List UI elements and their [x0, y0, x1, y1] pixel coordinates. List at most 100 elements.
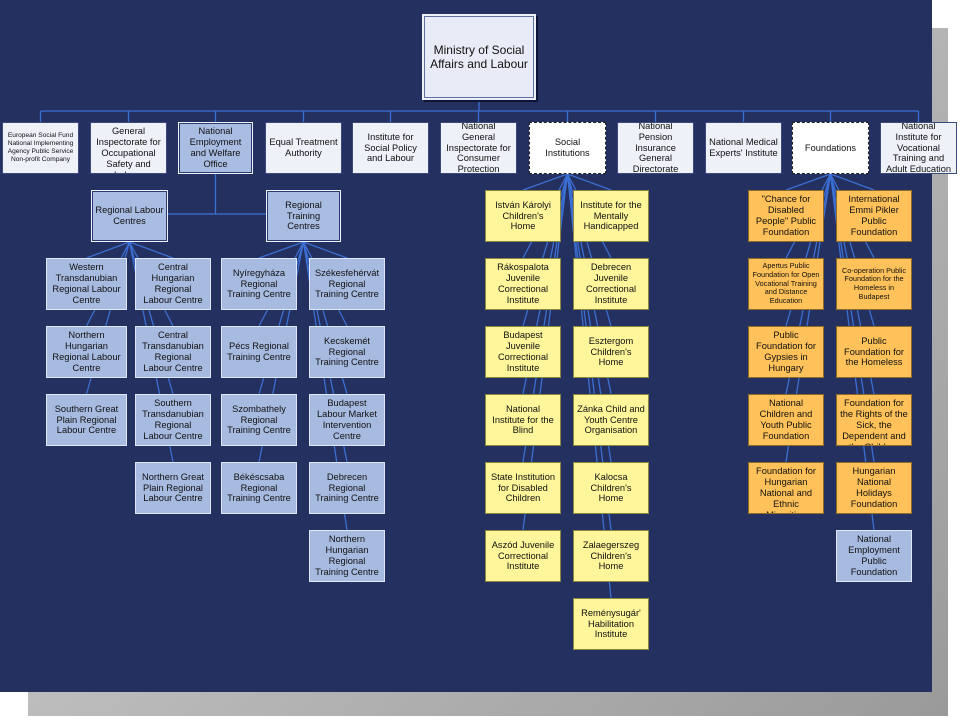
node-fd11-label: National Employment Public Foundation: [848, 534, 900, 577]
node-fd5: Public Foundation for Gypsies in Hungary: [748, 326, 824, 378]
node-fd7-label: National Children and Youth Public Found…: [759, 398, 813, 441]
node-si6: Esztergom Children's Home: [573, 326, 649, 378]
node-tc7-label: Békéscsaba Regional Training Centre: [227, 471, 291, 504]
node-npigd-label: National Pension Insurance General Direc…: [632, 122, 679, 174]
node-fd2-label: International Emmi Pikler Public Foundat…: [848, 194, 900, 237]
node-lc6: Southern Transdanubian Regional Labour C…: [135, 394, 211, 446]
node-lc6-label: Southern Transdanubian Regional Labour C…: [142, 398, 204, 441]
node-si8: Zánka Child and Youth Centre Organisatio…: [573, 394, 649, 446]
node-fd6-label: Public Foundation for the Homeless: [844, 335, 904, 368]
node-tc4: Kecskemét Regional Training Centre: [309, 326, 385, 378]
node-si2-label: Institute for the Mentally Handicapped: [580, 199, 642, 232]
node-fd7: National Children and Youth Public Found…: [748, 394, 824, 446]
node-si5-label: Budapest Juvenile Correctional Institute: [497, 330, 549, 373]
node-si13-label: Reménysugár' Habilitation Institute: [581, 607, 641, 640]
node-ministry: Ministry of Social Affairs and Labour: [422, 14, 536, 100]
node-fd10: Hungarian National Holidays Foundation: [836, 462, 912, 514]
node-fd3-label: Apertus Public Foundation for Open Vocat…: [752, 261, 820, 305]
node-fd8-label: Public Foundation for the Rights of the …: [840, 395, 908, 445]
node-rtc-label: Regional Training Centres: [285, 199, 322, 232]
node-tc6-label: Budapest Labour Market Intervention Cent…: [317, 398, 377, 441]
node-si4: Debrecen Juvenile Correctional Institute: [573, 258, 649, 310]
node-lc3-label: Northern Hungarian Regional Labour Centr…: [52, 330, 121, 373]
node-si11-label: Aszód Juvenile Correctional Institute: [491, 539, 555, 572]
node-lc7-label: Northern Great Plain Regional Labour Cen…: [141, 471, 204, 504]
node-si1-label: István Károlyi Children's Home: [495, 199, 551, 232]
node-fd5-label: Public Foundation for Gypsies in Hungary: [756, 330, 816, 373]
node-eta-label: Equal Treatment Authority: [269, 137, 338, 158]
node-tc8: Debrecen Regional Training Centre: [309, 462, 385, 514]
node-si7: National Institute for the Blind: [485, 394, 561, 446]
node-ispl: Institute for Social Policy and Labour: [352, 122, 429, 174]
node-esf: European Social Fund National Implementi…: [2, 122, 79, 174]
node-ngicp: National General Inspectorate for Consum…: [440, 122, 517, 174]
node-fd1: "Chance for Disabled People" Public Foun…: [748, 190, 824, 242]
node-nmei-label: National Medical Experts' Institute: [709, 137, 778, 158]
node-nivt-label: National Institute for Vocational Traini…: [885, 122, 952, 174]
node-lc1-label: Western Transdanubian Regional Labour Ce…: [52, 262, 121, 305]
node-tc6: Budapest Labour Market Intervention Cent…: [309, 394, 385, 446]
node-esf-label: European Social Fund National Implementi…: [7, 132, 74, 163]
node-fd9: Public Foundation for Hungarian National…: [748, 462, 824, 514]
node-fd4-label: Co-operation Public Foundation for the H…: [841, 265, 907, 301]
node-fd8: Public Foundation for the Rights of the …: [836, 394, 912, 446]
node-tc5-label: Szombathely Regional Training Centre: [227, 403, 291, 436]
node-rlc-label: Regional Labour Centres: [95, 205, 164, 226]
node-si12: Zalaegerszeg Children's Home: [573, 530, 649, 582]
node-si8-label: Zánka Child and Youth Centre Organisatio…: [577, 403, 645, 436]
node-lc4: Central Transdanubian Regional Labour Ce…: [135, 326, 211, 378]
node-fd1-label: "Chance for Disabled People" Public Foun…: [755, 194, 817, 237]
node-si3-label: Rákospalota Juvenile Correctional Instit…: [497, 262, 549, 305]
node-lc4-label: Central Transdanubian Regional Labour Ce…: [142, 330, 204, 373]
node-tc9-label: Northern Hungarian Regional Training Cen…: [315, 534, 379, 577]
node-ngicp-label: National General Inspectorate for Consum…: [446, 122, 511, 174]
node-si-label: Social Institutions: [545, 137, 590, 158]
node-found: Foundations: [792, 122, 869, 174]
node-lc2-label: Central Hungarian Regional Labour Centre: [143, 262, 203, 305]
node-lc5-label: Southern Great Plain Regional Labour Cen…: [54, 403, 119, 436]
node-fd11: National Employment Public Foundation: [836, 530, 912, 582]
node-lc7: Northern Great Plain Regional Labour Cen…: [135, 462, 211, 514]
node-si9: State Institution for Disabled Children: [485, 462, 561, 514]
node-si10-label: Kalocsa Children's Home: [590, 471, 632, 504]
node-fd3: Apertus Public Foundation for Open Vocat…: [748, 258, 824, 310]
node-eta: Equal Treatment Authority: [265, 122, 342, 174]
node-tc4-label: Kecskemét Regional Training Centre: [315, 335, 379, 368]
node-newo: National Employment and Welfare Office: [178, 122, 253, 174]
node-si4-label: Debrecen Juvenile Correctional Institute: [585, 262, 637, 305]
node-tc8-label: Debrecen Regional Training Centre: [315, 471, 379, 504]
node-tc1: Nyíregyháza Regional Training Centre: [221, 258, 297, 310]
node-ngioshl: National General Inspectorate for Occupa…: [90, 122, 167, 174]
node-tc9: Northern Hungarian Regional Training Cen…: [309, 530, 385, 582]
node-fd2: International Emmi Pikler Public Foundat…: [836, 190, 912, 242]
node-tc2: Székesfehérvát Regional Training Centre: [309, 258, 385, 310]
node-si5: Budapest Juvenile Correctional Institute: [485, 326, 561, 378]
node-nivt: National Institute for Vocational Traini…: [880, 122, 957, 174]
node-tc3: Pécs Regional Training Centre: [221, 326, 297, 378]
node-tc5: Szombathely Regional Training Centre: [221, 394, 297, 446]
node-fd4: Co-operation Public Foundation for the H…: [836, 258, 912, 310]
node-si2: Institute for the Mentally Handicapped: [573, 190, 649, 242]
node-ngioshl-label: National General Inspectorate for Occupa…: [96, 123, 161, 173]
node-si12-label: Zalaegerszeg Children's Home: [582, 539, 640, 572]
node-fd10-label: Hungarian National Holidays Foundation: [850, 466, 898, 509]
node-rtc: Regional Training Centres: [266, 190, 341, 242]
node-nmei: National Medical Experts' Institute: [705, 122, 782, 174]
node-tc2-label: Székesfehérvát Regional Training Centre: [314, 267, 380, 300]
node-lc5: Southern Great Plain Regional Labour Cen…: [46, 394, 127, 446]
node-fd6: Public Foundation for the Homeless: [836, 326, 912, 378]
node-rlc: Regional Labour Centres: [91, 190, 168, 242]
node-lc2: Central Hungarian Regional Labour Centre: [135, 258, 211, 310]
node-ministry-label: Ministry of Social Affairs and Labour: [430, 42, 528, 71]
node-tc7: Békéscsaba Regional Training Centre: [221, 462, 297, 514]
node-si6-label: Esztergom Children's Home: [588, 335, 634, 368]
node-si9-label: State Institution for Disabled Children: [490, 471, 556, 504]
node-si1: István Károlyi Children's Home: [485, 190, 561, 242]
node-npigd: National Pension Insurance General Direc…: [617, 122, 694, 174]
node-si10: Kalocsa Children's Home: [573, 462, 649, 514]
node-lc3: Northern Hungarian Regional Labour Centr…: [46, 326, 127, 378]
node-si3: Rákospalota Juvenile Correctional Instit…: [485, 258, 561, 310]
node-fd9-label: Public Foundation for Hungarian National…: [756, 463, 816, 513]
node-newo-label: National Employment and Welfare Office: [189, 126, 242, 169]
